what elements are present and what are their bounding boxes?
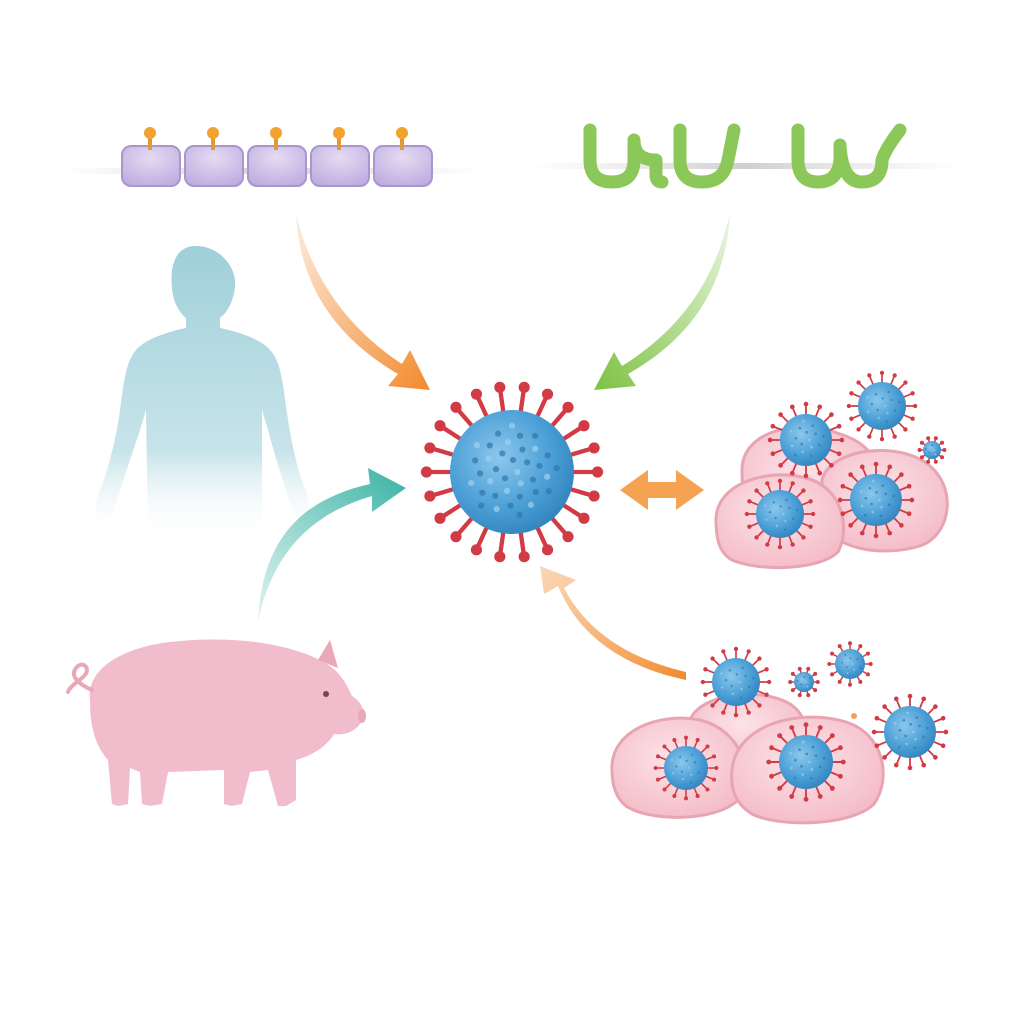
pig-ear — [318, 640, 338, 668]
cluster-virus-3 — [917, 436, 947, 464]
teal-arrow-icon — [258, 468, 406, 622]
orange-arrow-down-icon — [296, 214, 430, 390]
cluster-virus-2 — [846, 370, 918, 442]
virus-layer — [420, 370, 949, 802]
release-virus-1 — [700, 646, 772, 718]
glycan-loop-1 — [583, 123, 669, 189]
release-virus-5 — [653, 735, 719, 801]
orange-double-arrow-icon — [620, 470, 704, 510]
pig-eye — [323, 691, 329, 697]
central-virus-icon — [420, 381, 604, 563]
pig-icon — [66, 639, 366, 806]
cluster-virus-4 — [837, 461, 915, 539]
infected-cell-cluster-icon — [714, 425, 949, 569]
receptor-1 — [121, 127, 181, 187]
cluster-virus-1 — [767, 401, 845, 479]
release-virus-2 — [788, 666, 820, 698]
green-arrow-down-icon — [594, 212, 730, 390]
cluster-virus-5 — [744, 478, 816, 550]
green-glycan-chain-icon — [530, 123, 960, 189]
glycan-loop-2 — [673, 123, 741, 189]
receptor-4 — [310, 127, 370, 187]
receptor-2 — [184, 127, 244, 187]
receptor-3 — [247, 127, 307, 187]
orange-arrow-up-icon — [540, 566, 686, 680]
human-silhouette-icon — [95, 246, 310, 540]
release-particle — [851, 713, 857, 719]
pig-snout — [358, 709, 366, 723]
glycan-loop-3 — [791, 123, 889, 189]
glycan-loop-4 — [875, 123, 907, 167]
pig-tail — [66, 662, 94, 694]
receptor-row-icon — [60, 127, 480, 187]
release-virus-6 — [766, 722, 846, 802]
receptor-5 — [373, 127, 433, 187]
release-virus-4 — [871, 693, 949, 771]
release-virus-3 — [827, 641, 873, 687]
